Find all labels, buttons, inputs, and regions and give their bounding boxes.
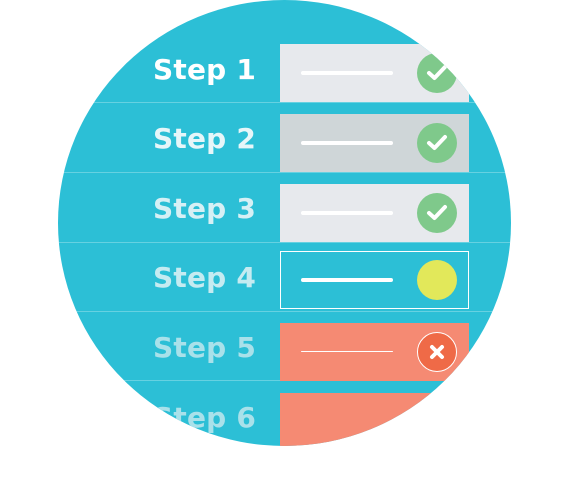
step-5-bar[interactable] <box>280 323 469 381</box>
check-icon <box>417 193 457 233</box>
steps-circle: Step 1 Step 2 Step 3 Step 4 Step 5 Step … <box>58 0 511 446</box>
step-5-label: Step 5 <box>153 331 257 364</box>
step-4-label: Step 4 <box>153 261 257 294</box>
step-2-bar[interactable] <box>280 114 469 172</box>
step-2-label: Step 2 <box>153 122 257 155</box>
step-3-label: Step 3 <box>153 192 257 225</box>
step-3-bar[interactable] <box>280 184 469 242</box>
close-icon <box>417 332 457 372</box>
step-6-label: Step 6 <box>153 401 257 434</box>
step-6-bar[interactable] <box>280 393 469 446</box>
pending-dot-icon <box>417 260 457 300</box>
check-icon <box>417 123 457 163</box>
row-divider <box>58 172 511 173</box>
check-icon <box>417 53 457 93</box>
step-4-line <box>301 278 393 282</box>
step-2-line <box>301 141 393 145</box>
step-1-line <box>301 71 393 75</box>
step-1-bar[interactable] <box>280 44 469 102</box>
row-divider <box>58 311 511 312</box>
step-4-bar[interactable] <box>280 251 469 309</box>
step-1-label: Step 1 <box>153 53 257 86</box>
step-3-line <box>301 211 393 215</box>
row-divider <box>58 242 511 243</box>
step-5-line <box>301 351 393 352</box>
row-divider <box>58 102 511 103</box>
